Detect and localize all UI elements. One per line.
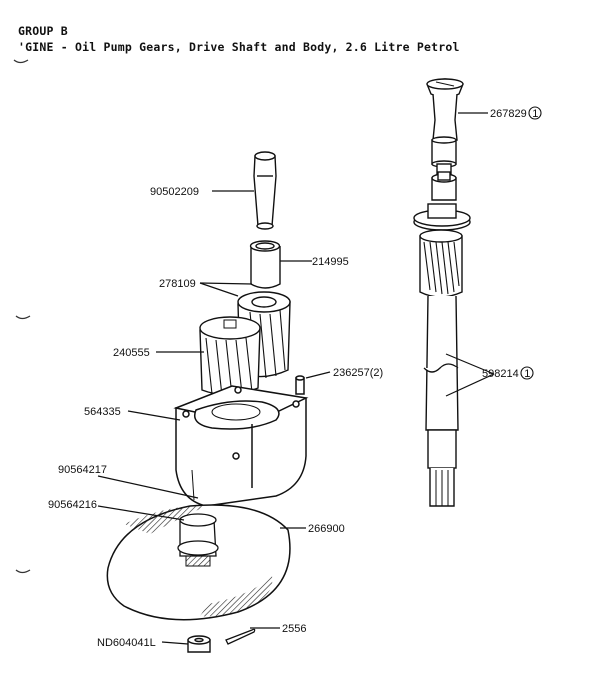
callout-90502209: 90502209 [150,186,199,198]
strainer [106,504,291,621]
margin-mark [15,315,31,320]
callout-598214: 598214 [482,368,519,380]
pump-body [173,375,309,507]
callout-90564216: 90564216 [48,499,97,511]
callout-2556: 2556 [282,623,306,635]
margin-mark [13,59,29,64]
callout-266900: 266900 [308,523,345,535]
callout-214995: 214995 [312,256,349,268]
castle-nut [187,635,211,653]
footnote-marker-1: 1 [528,106,542,120]
footnote-marker-label: 1 [532,108,538,120]
margin-mark [15,569,31,574]
callout-236257: 236257(2) [333,367,383,379]
page-title: 'GINE - Oil Pump Gears, Drive Shaft and … [18,40,460,54]
split-pin [225,628,256,645]
callout-564335: 564335 [84,406,121,418]
drive-shaft-assembly [413,78,471,507]
footnote-marker-label: 1 [524,368,530,380]
footnote-marker-1: 1 [520,366,534,380]
leader-lines [97,112,495,645]
callout-267829: 267829 [490,108,527,120]
callout-90564217: 90564217 [58,464,107,476]
group-heading: GROUP B [18,24,68,38]
bush [249,240,281,289]
drive-gear [199,316,261,397]
pump-shaft [253,151,277,230]
callout-278109: 278109 [159,278,196,290]
callout-240555: 240555 [113,347,150,359]
callout-ND604041L: ND604041L [97,637,156,649]
